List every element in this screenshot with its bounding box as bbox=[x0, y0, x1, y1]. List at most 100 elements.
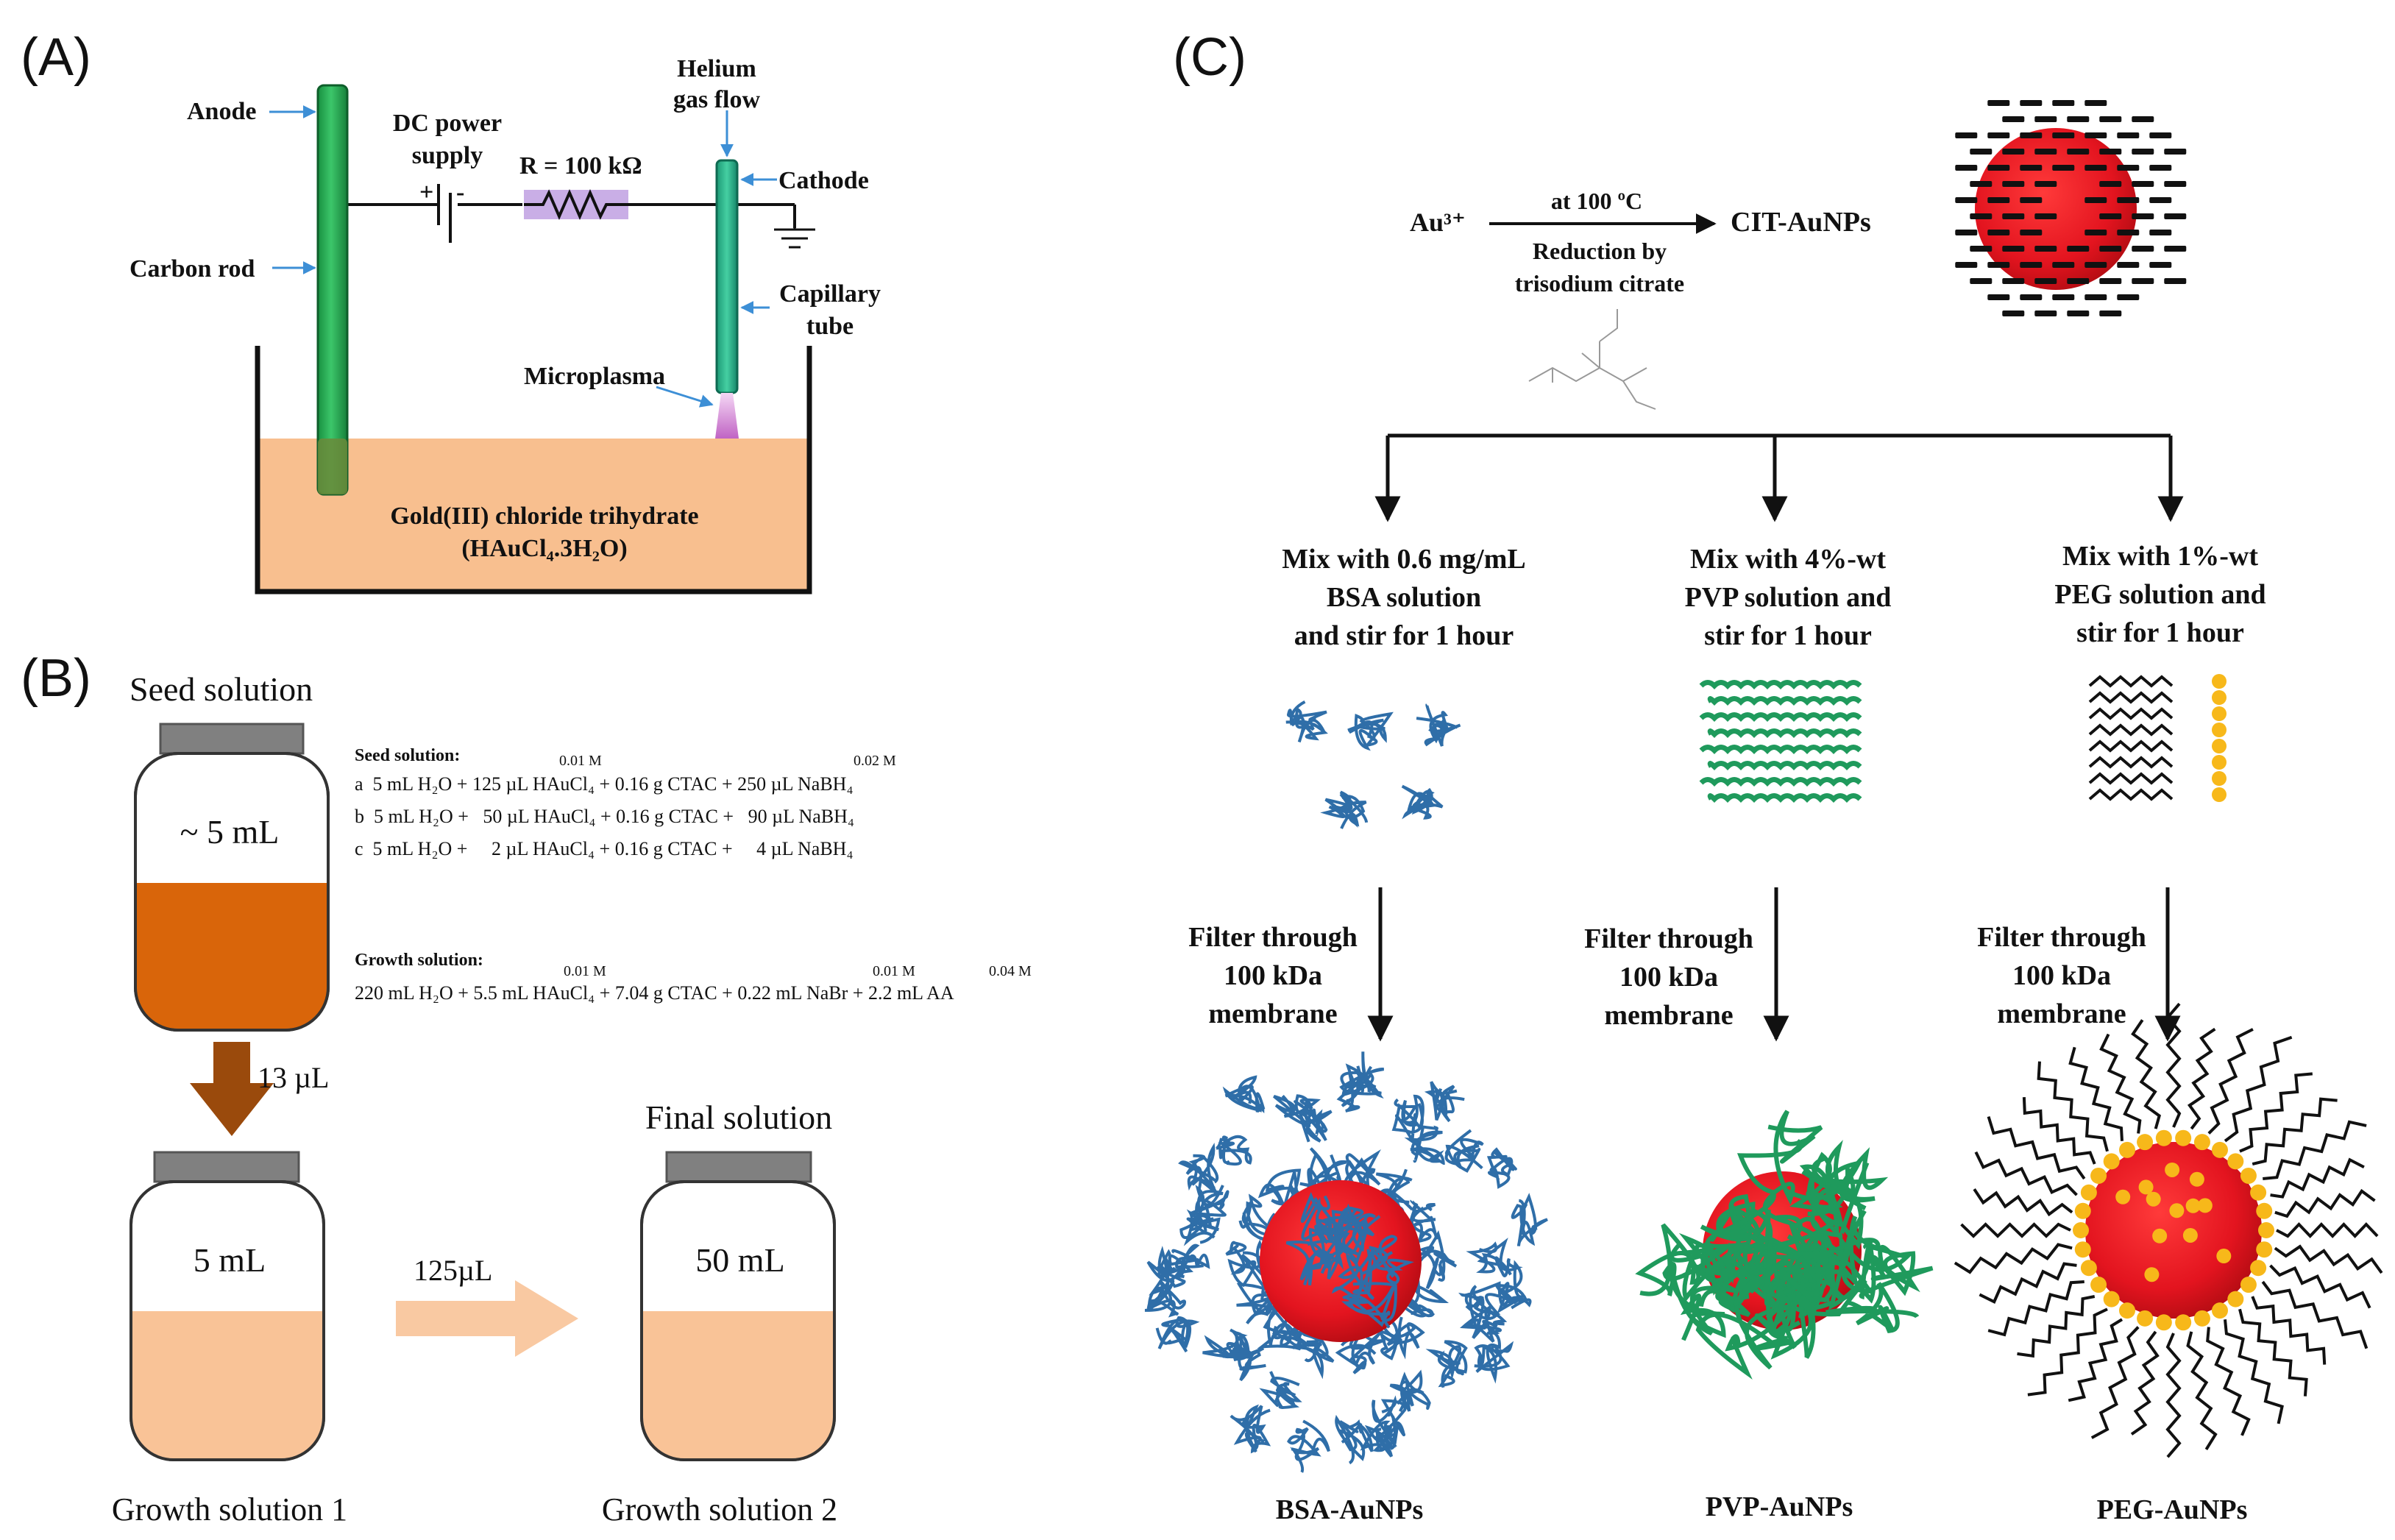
gold-core bbox=[2085, 1142, 2262, 1319]
citrate-ligand-dash bbox=[2067, 149, 2090, 155]
peg-chain bbox=[2165, 1002, 2182, 1128]
citrate-ligand-dash bbox=[2052, 262, 2075, 268]
peg-chain bbox=[2274, 1244, 2383, 1274]
product-label: CIT-AuNPs bbox=[1731, 207, 1871, 238]
callout-arrows bbox=[269, 105, 777, 408]
growth-bottle-2 bbox=[640, 1151, 836, 1461]
peg-chain bbox=[2270, 1157, 2365, 1199]
citrate-ligand-dash bbox=[1970, 181, 1993, 187]
peg-terminal-group bbox=[2256, 1241, 2273, 1258]
citrate-ligand-dash bbox=[2084, 132, 2107, 138]
citrate-ligand-dash bbox=[1970, 213, 1993, 219]
citrate-ligand-dash bbox=[2052, 132, 2075, 138]
citrate-ligand-dash bbox=[2132, 181, 2154, 187]
citrate-structure-icon bbox=[1528, 309, 1656, 410]
bsa-protein-icon bbox=[1259, 1371, 1302, 1409]
citrate-ligand-dash bbox=[2099, 246, 2122, 252]
citrate-ligand-dash bbox=[1987, 230, 2010, 235]
pvp-chain bbox=[1699, 680, 1862, 689]
peg-terminal-group bbox=[2115, 1189, 2131, 1204]
peg-chain bbox=[2130, 1330, 2160, 1436]
final-solution-title: Final solution bbox=[645, 1099, 832, 1136]
recipe-growth-conc-2: 0.01 M bbox=[873, 963, 915, 979]
citrate-ligand-dash bbox=[2117, 197, 2140, 203]
seed-bottle bbox=[134, 723, 330, 1032]
peg-terminal-group bbox=[2227, 1291, 2244, 1307]
peg-terminal-group bbox=[2175, 1129, 2192, 1146]
bsa-protein-icon bbox=[1257, 1304, 1310, 1351]
peg-terminal-group bbox=[2193, 1310, 2210, 1327]
peg-terminal-group bbox=[2146, 1191, 2161, 1207]
recipe-conc-nabh4: 0.02 M bbox=[854, 753, 896, 769]
peg-chain bbox=[2088, 675, 2174, 688]
bsa-mix-line3: and stir for 1 hour bbox=[1294, 620, 1514, 651]
bsa-aunp-label: BSA-AuNPs bbox=[1276, 1494, 1424, 1525]
peg-chain bbox=[2238, 1308, 2308, 1397]
helium-label-line1: Helium bbox=[677, 55, 756, 82]
peg-terminal-group bbox=[2256, 1202, 2273, 1219]
bsa-protein-icon bbox=[1466, 1238, 1523, 1277]
peg-terminal-group bbox=[2137, 1134, 2154, 1151]
bsa-protein-icon bbox=[1202, 1328, 1254, 1362]
growth-transfer-arrow bbox=[396, 1280, 578, 1357]
bsa-protein-icon bbox=[1320, 790, 1369, 829]
citrate-ligand-dash bbox=[2034, 213, 2057, 219]
citrate-ligand-dash bbox=[2002, 213, 2025, 219]
bsa-protein-icon bbox=[1374, 1307, 1425, 1360]
peg-mix-line2: PEG solution and bbox=[2054, 579, 2266, 610]
peg-chain bbox=[2252, 1097, 2338, 1165]
pvp-chain bbox=[1707, 761, 1862, 770]
citrate-ligand-dash bbox=[2034, 116, 2057, 122]
peg-terminal-group bbox=[2074, 1202, 2091, 1219]
bsa-protein-icon bbox=[1486, 1147, 1517, 1189]
citrate-ligand-dash bbox=[2117, 230, 2140, 235]
citrate-ligand-dash bbox=[2084, 262, 2107, 268]
citrate-ligand-dash bbox=[2117, 294, 2140, 300]
peg-terminal-group bbox=[2090, 1277, 2107, 1294]
capillary-tube bbox=[715, 159, 739, 394]
bsa-protein-icon bbox=[1319, 1203, 1381, 1242]
peg-aunp-particle bbox=[1954, 1002, 2383, 1458]
seed-volume-label: ~ 5 mL bbox=[180, 813, 280, 851]
bsa-filter-line3: membrane bbox=[1208, 998, 1337, 1029]
bsa-protein-icon bbox=[1300, 1192, 1344, 1244]
dc-power-label-line2: supply bbox=[412, 142, 483, 169]
peg-terminal-group bbox=[2212, 755, 2227, 770]
bsa-protein-icon bbox=[1394, 1267, 1450, 1318]
bsa-protein-icon bbox=[1425, 1340, 1468, 1388]
pvp-aunp-label: PVP-AuNPs bbox=[1706, 1491, 1853, 1522]
bsa-protein-icon bbox=[1146, 1246, 1186, 1296]
peg-chain bbox=[2088, 691, 2174, 704]
citrate-ligand-dash bbox=[2052, 165, 2075, 171]
peg-polymer-icon bbox=[2088, 674, 2227, 802]
bsa-protein-icon bbox=[1335, 1330, 1386, 1374]
pvp-chain bbox=[1707, 728, 1862, 738]
pvp-chain bbox=[1801, 1140, 1889, 1216]
citrate-ligand-dash bbox=[2099, 149, 2122, 155]
bsa-protein-icon bbox=[1458, 1281, 1511, 1335]
bsa-protein-icon bbox=[1347, 712, 1394, 751]
peg-terminal-group bbox=[2197, 1198, 2213, 1213]
bsa-protein-icon bbox=[1191, 1185, 1230, 1229]
citrate-ligand-dash bbox=[1955, 262, 1978, 268]
peg-chain bbox=[2088, 788, 2174, 801]
peg-terminal-group bbox=[2212, 1141, 2228, 1158]
peg-terminal-group bbox=[2103, 1153, 2120, 1170]
peg-aunp-label: PEG-AuNPs bbox=[2097, 1494, 2248, 1525]
citrate-ligand-dash bbox=[2099, 278, 2122, 284]
citrate-ligand-dash bbox=[2084, 294, 2107, 300]
growth-transfer-volume: 125µL bbox=[414, 1254, 492, 1287]
peg-chain bbox=[2274, 1188, 2376, 1218]
peg-terminal-group bbox=[2090, 1167, 2107, 1184]
peg-terminal-group bbox=[2074, 1241, 2091, 1258]
bsa-protein-icon bbox=[1299, 1098, 1333, 1143]
citrate-ligand-dash bbox=[2132, 116, 2154, 122]
recipe-table: Seed solution: 0.01 M 0.02 M a 5 mL H₂O … bbox=[355, 746, 1032, 1004]
pvp-aunp-particle bbox=[1635, 1110, 1934, 1380]
citrate-ligand-dash bbox=[2117, 262, 2140, 268]
carbon-rod-label: Carbon rod bbox=[129, 255, 255, 283]
citrate-ligand-dash bbox=[2034, 278, 2057, 284]
seed-transfer-arrow bbox=[190, 1042, 274, 1136]
peg-terminal-group bbox=[2212, 771, 2227, 786]
bsa-protein-icon bbox=[1144, 1275, 1187, 1318]
